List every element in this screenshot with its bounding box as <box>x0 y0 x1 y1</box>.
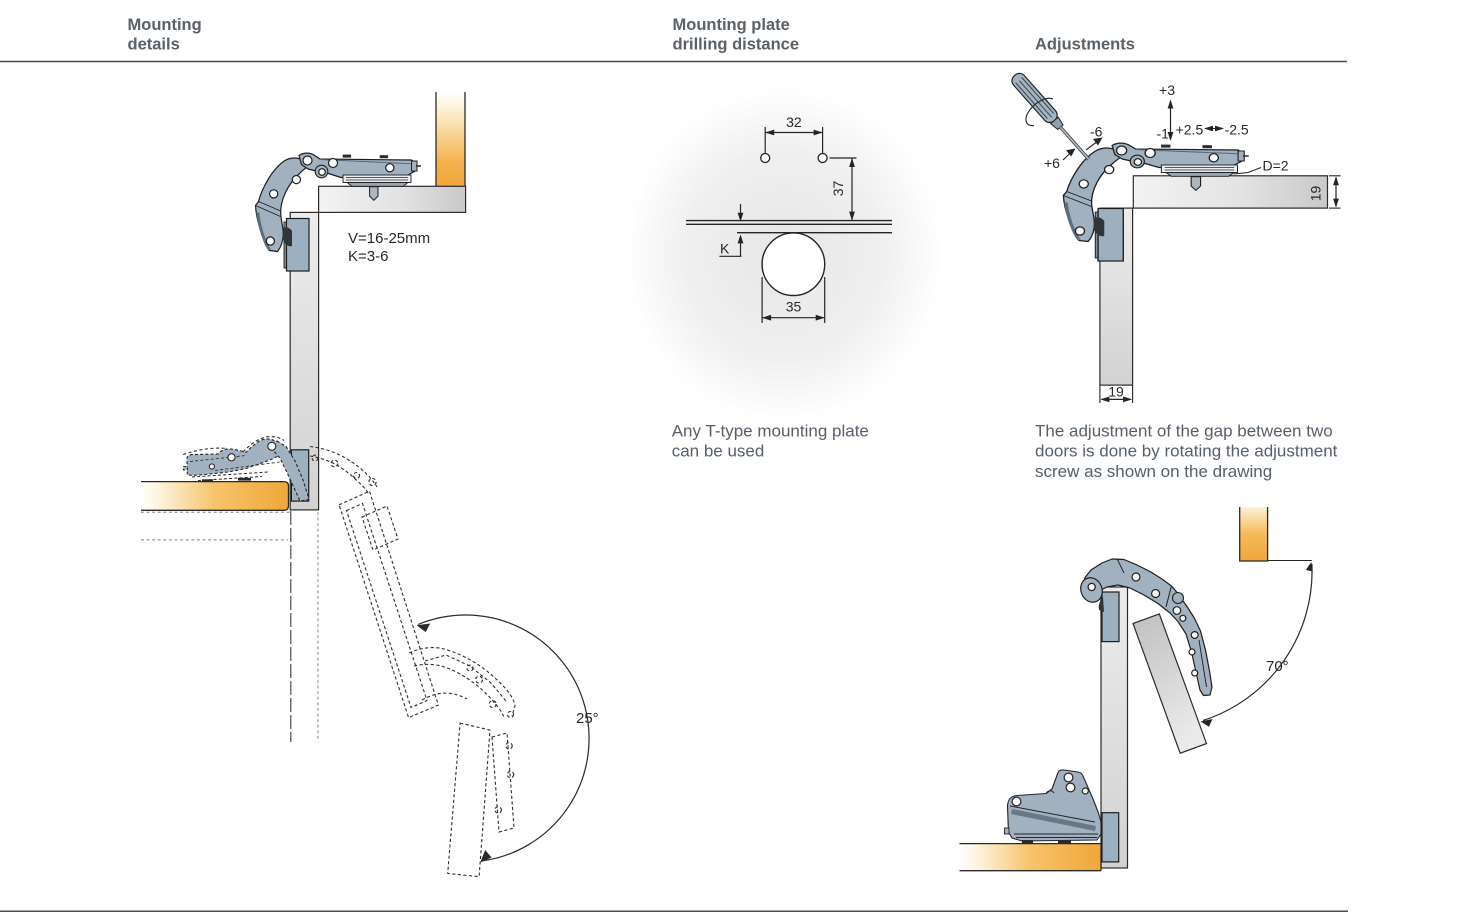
svg-text:D=2: D=2 <box>1263 158 1289 174</box>
svg-text:+2.5: +2.5 <box>1176 122 1204 138</box>
svg-text:70°: 70° <box>1266 658 1289 675</box>
svg-text:V=16-25mm: V=16-25mm <box>348 230 430 247</box>
svg-text:K=3-6: K=3-6 <box>348 248 388 265</box>
svg-text:19: 19 <box>1108 384 1124 400</box>
svg-text:-6: -6 <box>1090 124 1103 140</box>
svg-text:The adjustment of the gap betw: The adjustment of the gap between two <box>1035 422 1333 441</box>
svg-text:25°: 25° <box>576 710 599 727</box>
svg-text:drilling distance: drilling distance <box>673 36 800 54</box>
svg-text:Mounting plate: Mounting plate <box>673 16 790 34</box>
svg-text:35: 35 <box>786 299 802 315</box>
svg-text:Mounting: Mounting <box>128 16 202 34</box>
svg-text:Adjustments: Adjustments <box>1035 36 1135 54</box>
svg-text:Any T-type mounting plate: Any T-type mounting plate <box>672 422 869 441</box>
svg-text:-2.5: -2.5 <box>1225 122 1249 138</box>
svg-text:screw as shown on the drawing: screw as shown on the drawing <box>1035 462 1272 481</box>
svg-text:32: 32 <box>786 114 802 130</box>
svg-text:+6: +6 <box>1044 155 1060 171</box>
svg-text:37: 37 <box>830 181 846 197</box>
svg-text:-1: -1 <box>1157 126 1170 142</box>
svg-text:doors is done by rotating the: doors is done by rotating the adjustment <box>1035 442 1338 461</box>
svg-text:19: 19 <box>1308 186 1324 202</box>
svg-text:can be used: can be used <box>672 442 765 461</box>
svg-text:+3: +3 <box>1159 82 1175 98</box>
svg-text:details: details <box>128 36 180 54</box>
svg-text:K: K <box>720 241 730 257</box>
